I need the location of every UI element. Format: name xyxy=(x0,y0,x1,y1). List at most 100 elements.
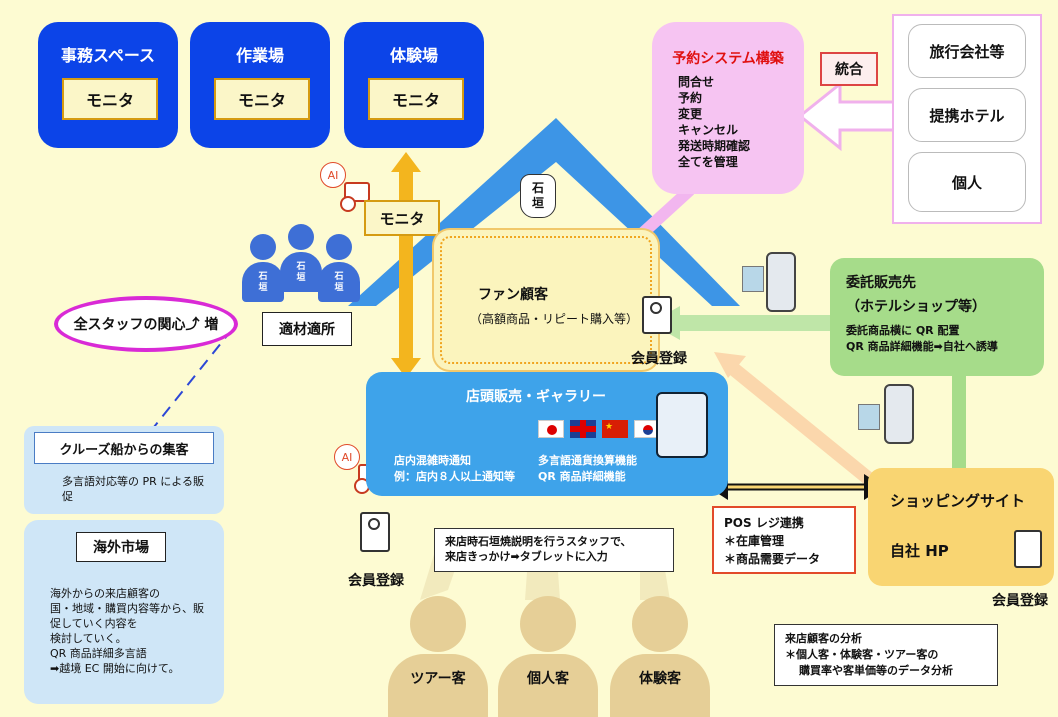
overseas-lines: 海外からの来店顧客の 国・地域・購買内容等から、販 促していく内容を 検討してい… xyxy=(50,586,220,676)
reservation-item: キャンセル xyxy=(678,123,739,137)
green-arrow-line xyxy=(676,315,836,331)
staff-note-line: 来店時石垣焼説明を行うスタッフで、 xyxy=(445,535,632,548)
pos-item: ＊商品需要データ xyxy=(724,552,821,566)
overseas-line: 海外からの来店顧客の xyxy=(50,587,160,600)
member-registration-label: 会員登録 xyxy=(992,593,1048,609)
peach-arrow-head xyxy=(714,352,746,378)
green-down-line xyxy=(952,375,966,470)
member-registration-icon xyxy=(1014,530,1042,568)
fan-title: ファン顧客 xyxy=(478,287,548,303)
staff-badge: 石 垣 xyxy=(242,262,284,302)
hollow-arrow xyxy=(797,80,902,152)
dashed-connector xyxy=(149,331,231,433)
store-title: 店頭販売・ギャラリー xyxy=(466,389,606,405)
roof-shape xyxy=(348,118,740,306)
qr-phone-icon xyxy=(736,252,802,326)
vertical-arrow-down xyxy=(391,358,421,378)
customer-individual: 個人客 xyxy=(498,596,598,717)
member-registration-icon: 会員登録 xyxy=(336,512,416,592)
reservation-system-box: 予約システム構築 問合せ 予約 変更 キャンセル 発送時期確認 全てを管理 xyxy=(652,22,804,194)
room-monitor: モニタ xyxy=(368,78,464,120)
shopping-title: ショッピングサイト xyxy=(890,492,1026,510)
overseas-line: 促していく内容を xyxy=(50,617,138,630)
shopping-hp: 自社 HP xyxy=(890,542,949,560)
store-feature1: 多言語通貨換算機能 xyxy=(538,454,637,467)
integration-label: 統合 xyxy=(820,52,878,86)
fan-customer-box: ファン顧客 （高額商品・リピート購入等） xyxy=(440,236,652,364)
staff-badge: 石 垣 xyxy=(318,262,360,302)
overseas-title: 海外市場 xyxy=(76,532,166,562)
shopping-site-box: ショッピングサイト 自社 HP xyxy=(868,468,1054,586)
analysis-box: 来店顧客の分析 ＊個人客・体験客・ツアー客の 購買率や客単価等のデータ分析 xyxy=(774,624,998,686)
staff-note-line: 来店きっかけ➡タブレットに入力 xyxy=(445,550,608,563)
customer-label: 体験客 xyxy=(610,654,710,717)
consign-line2: QR 商品詳細機能➡自社へ誘導 xyxy=(846,340,998,353)
cruise-text: 多言語対応等の PR による販促 xyxy=(62,475,204,503)
analysis-line: ＊個人客・体験客・ツアー客の xyxy=(785,648,939,661)
consignment-box: 委託販売先 （ホテルショップ等） 委託商品横に QR 配置 QR 商品詳細機能➡… xyxy=(830,258,1044,376)
reservation-item: 全てを管理 xyxy=(678,155,738,169)
ai-camera-icon: AI xyxy=(320,162,376,212)
channels-panel: 旅行会社等 提携ホテル 個人 xyxy=(892,14,1042,224)
room-title: 事務スペース xyxy=(60,46,156,65)
store-congestion1: 店内混雑時通知 xyxy=(394,454,471,467)
flag-china-icon[interactable]: ★ xyxy=(602,420,628,438)
consign-title: 委託販売先 xyxy=(846,275,916,291)
pos-item: ＊在庫管理 xyxy=(724,534,785,548)
ishigaki-logo-icon: 石 垣 xyxy=(520,174,556,218)
consign-line1: 委託商品横に QR 配置 xyxy=(846,324,960,337)
staff-badge: 石 垣 xyxy=(280,252,322,292)
cruise-title: クルーズ船からの集客 xyxy=(34,432,214,464)
overseas-line: QR 商品詳細多言語 xyxy=(50,647,147,660)
language-flags: ★ xyxy=(538,420,660,440)
ai-badge: AI xyxy=(334,444,360,470)
customer-label: 個人客 xyxy=(498,654,598,717)
right-person-label: 適材適所 xyxy=(262,312,352,346)
customer-label: ツアー客 xyxy=(388,654,488,717)
overseas-box: 海外市場 海外からの来店顧客の 国・地域・購買内容等から、販 促していく内容を … xyxy=(24,520,224,704)
qr-phone-icon xyxy=(852,380,922,460)
analysis-line: 購買率や客単価等のデータ分析 xyxy=(799,664,953,677)
reservation-item: 変更 xyxy=(678,107,703,121)
overseas-line: 国・地域・購買内容等から、販 xyxy=(50,602,204,615)
room-office: 事務スペース モニタ xyxy=(38,22,178,148)
staff-interest-ellipse: 全スタッフの関心⤴ 増 xyxy=(54,296,238,352)
reservation-item: 発送時期確認 xyxy=(678,139,751,153)
room-monitor: モニタ xyxy=(62,78,158,120)
consign-subtitle: （ホテルショップ等） xyxy=(846,299,986,315)
member-registration-label: 会員登録 xyxy=(348,573,404,589)
room-experience: 体験場 モニタ xyxy=(344,22,484,148)
store-congestion2: 例：店内８人以上通知等 xyxy=(394,470,515,483)
reservation-item: 予約 xyxy=(678,91,703,105)
member-registration-label: 会員登録 xyxy=(631,351,687,367)
reservation-title: 予約システム構築 xyxy=(672,51,784,67)
store-gallery-box: 店頭販売・ギャラリー ★ 店内混雑時通知 例：店内８人以上通知等 多言語通貨換算… xyxy=(366,372,728,496)
room-title: 作業場 xyxy=(235,46,284,65)
center-monitor-label: モニタ xyxy=(364,200,440,236)
store-feature2: QR 商品詳細機能 xyxy=(538,470,626,483)
channel-individual: 個人 xyxy=(908,152,1026,212)
reservation-item: 問合せ xyxy=(678,75,715,89)
ai-badge: AI xyxy=(320,162,346,188)
overseas-line: 検討していく。 xyxy=(50,632,127,645)
flag-uk-icon[interactable] xyxy=(570,420,596,438)
pos-box: POS レジ連携 ＊在庫管理 ＊商品需要データ xyxy=(712,506,856,574)
customer-tour: ツアー客 xyxy=(388,596,488,717)
room-workshop: 作業場 モニタ xyxy=(190,22,330,148)
pos-title: POS レジ連携 xyxy=(724,516,804,530)
fan-subtitle: （高額商品・リピート購入等） xyxy=(470,312,639,326)
reservation-items: 問合せ 予約 変更 キャンセル 発送時期確認 全てを管理 xyxy=(678,74,750,170)
room-monitor: モニタ xyxy=(214,78,310,120)
overseas-line: ➡越境 EC 開始に向けて。 xyxy=(50,662,180,675)
channel-travel-agency: 旅行会社等 xyxy=(908,24,1026,78)
room-title: 体験場 xyxy=(389,46,438,65)
peach-arrow-line xyxy=(725,360,885,494)
tablet-icon xyxy=(656,392,708,458)
analysis-title: 来店顧客の分析 xyxy=(785,632,862,645)
flag-japan-icon[interactable] xyxy=(538,420,564,438)
customer-experience: 体験客 xyxy=(610,596,710,717)
vertical-arrow-up xyxy=(391,152,421,172)
member-registration-icon: 会員登録 xyxy=(620,296,698,372)
channel-partner-hotel: 提携ホテル xyxy=(908,88,1026,142)
staff-group-icon: 石 垣 石 垣 石 垣 xyxy=(236,222,366,310)
